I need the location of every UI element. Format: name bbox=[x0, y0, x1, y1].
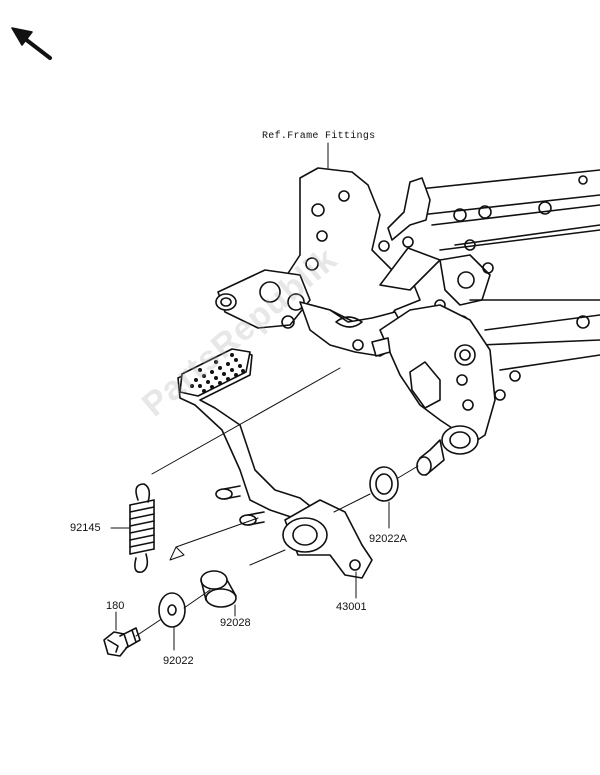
label-92028: 92028 bbox=[220, 617, 251, 629]
washer-92022 bbox=[158, 592, 186, 628]
arrow-up-left-icon bbox=[11, 27, 52, 60]
label-leaders bbox=[110, 501, 390, 651]
label-92145: 92145 bbox=[70, 522, 101, 534]
washer-92022a bbox=[369, 466, 399, 502]
label-ref-frame-fittings: Ref.Frame Fittings bbox=[262, 131, 376, 142]
bolt-180 bbox=[103, 627, 141, 657]
label-43001: 43001 bbox=[336, 601, 367, 613]
assembly-guide-lines bbox=[135, 367, 419, 637]
brake-pedal-arm bbox=[177, 348, 373, 579]
bushing-92028 bbox=[200, 570, 237, 608]
spring-92145 bbox=[129, 483, 155, 574]
label-92022: 92022 bbox=[163, 655, 194, 667]
label-92022a: 92022A bbox=[369, 533, 407, 545]
tread-dots bbox=[190, 353, 245, 393]
frame-fittings bbox=[215, 167, 600, 476]
label-180: 180 bbox=[106, 600, 125, 612]
